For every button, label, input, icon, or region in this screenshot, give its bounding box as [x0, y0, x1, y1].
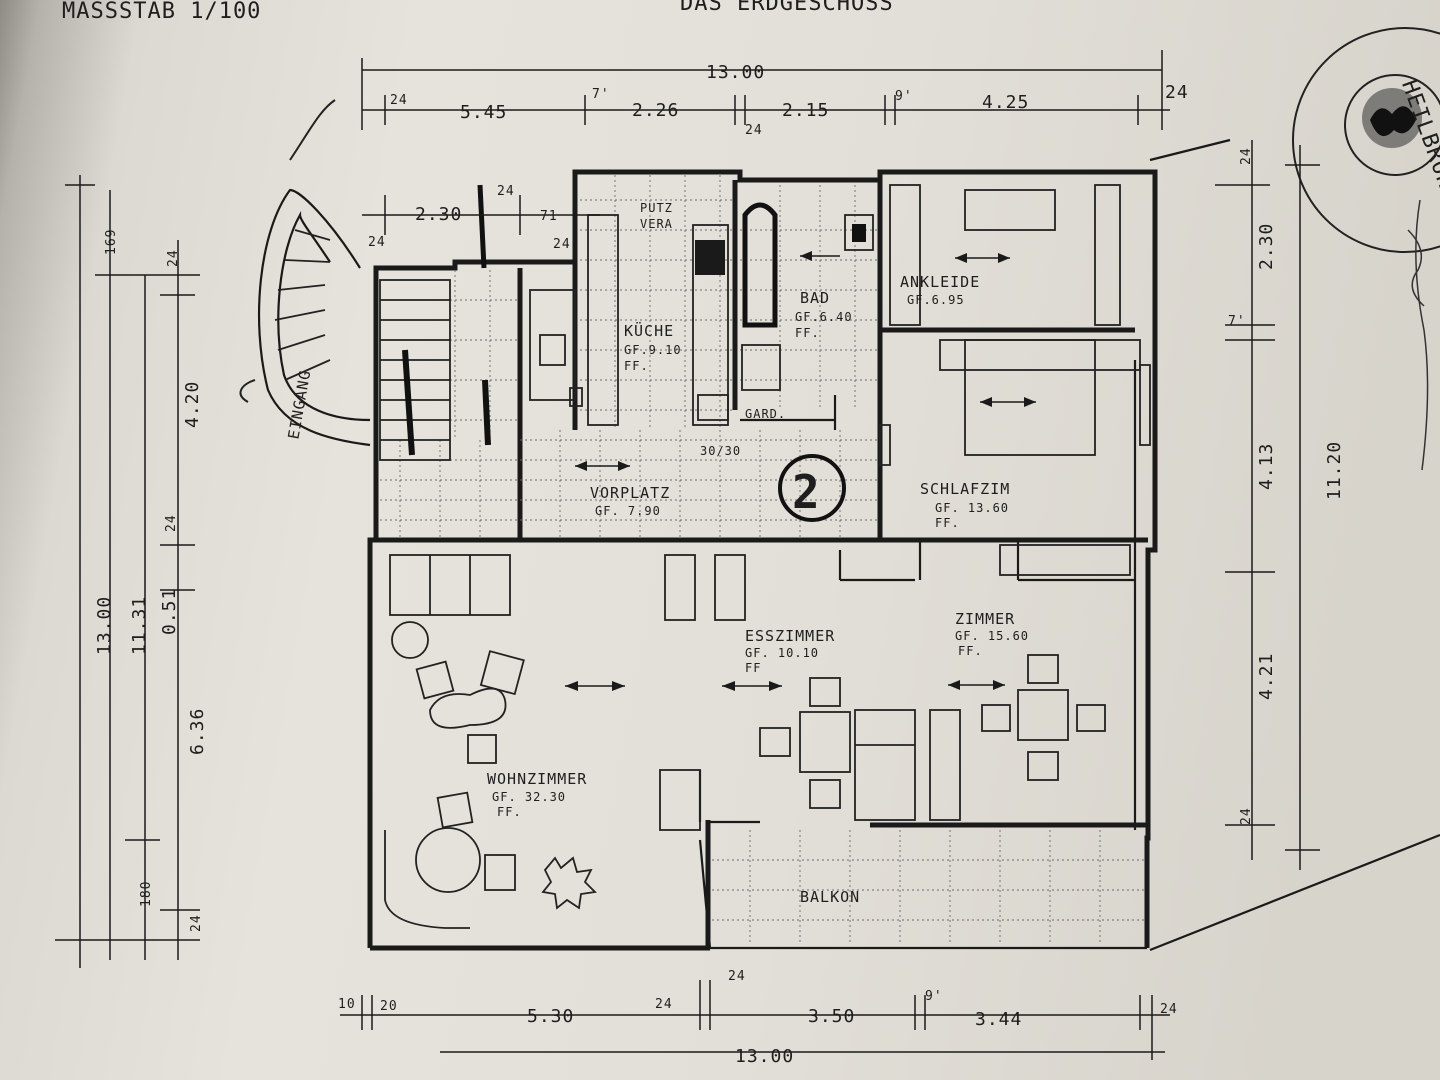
- dimensions-top: 13.00 24 5.45 7' 2.26 2.15 24 9' 4.25 24…: [361, 50, 1189, 252]
- dim-top-d2: 5.45: [460, 102, 507, 123]
- dim-left-b: 0.51: [159, 588, 180, 635]
- gard-label: GARD.: [745, 407, 786, 421]
- ankleide-area: GF.6.95: [907, 293, 965, 307]
- dimensions-left: 13.00 11.31 0.51 169 24 4.20 24 6.36 180…: [55, 175, 208, 968]
- bad-label: BAD: [800, 289, 830, 307]
- dim-left-f: 24: [164, 514, 179, 532]
- floor-number: 2: [792, 465, 821, 519]
- kitchen-fixtures: [529, 214, 729, 426]
- dim-left-d: 24: [166, 249, 181, 267]
- bad-area: GF.6.40: [795, 310, 853, 324]
- bad-ff: FF.: [795, 326, 820, 340]
- dimensions-bottom: 10 20 5.30 24 24 3.50 9' 3.44 24 13.00: [338, 969, 1178, 1067]
- bedroom-furniture: [879, 184, 1151, 576]
- dim-right-e: 4.21: [1256, 653, 1277, 700]
- dim-top-d5: 2.15: [782, 100, 829, 121]
- floor-title: DAS ERDGESCHOSS: [680, 0, 894, 16]
- dim-bottom-h: 3.44: [975, 1009, 1022, 1030]
- dim-left-e: 4.20: [182, 381, 203, 428]
- vorplatz-area: GF. 7.90: [595, 504, 661, 518]
- dim-right-f: 24: [1239, 807, 1254, 825]
- outer-walls: [367, 138, 1440, 952]
- vorplatz-label: VORPLATZ: [590, 484, 670, 502]
- dimensions-right: 11.20 24 2.30 7' 4.13 4.21 24: [1215, 140, 1345, 870]
- dim-bottom-g: 9': [925, 989, 943, 1004]
- dim-bottom-total: 13.00: [735, 1046, 794, 1067]
- dim-bottom-d: 24: [655, 997, 673, 1012]
- dim-right-total: 11.20: [1324, 441, 1345, 500]
- kueche-area: GF.9.10: [624, 343, 682, 357]
- dim-bottom-e: 24: [728, 969, 746, 984]
- zimmer-area: GF. 15.60: [955, 629, 1029, 643]
- dim-top-total: 13.00: [706, 62, 765, 83]
- scale-label: MASSSTAB 1/100: [62, 0, 261, 24]
- dim-top-d7: 9': [895, 89, 913, 104]
- wohnzimmer-label: WOHNZIMMER: [487, 770, 587, 788]
- dim-top-d12: 71: [540, 209, 558, 224]
- dim-top-d6: 24: [745, 123, 763, 138]
- dim-left-h: 180: [139, 881, 154, 907]
- dim-right-b: 2.30: [1256, 223, 1277, 270]
- room-arrows: [565, 251, 1036, 691]
- dim-top-d8: 4.25: [982, 92, 1029, 113]
- dim-top-d1: 24: [390, 93, 408, 108]
- esszimmer-ff: FF: [745, 661, 761, 675]
- kueche-label: KÜCHE: [624, 321, 674, 340]
- dim-left-a: 11.31: [129, 596, 150, 655]
- esszimmer-label: ESSZIMMER: [745, 627, 835, 645]
- putzvera-label-1: PUTZ: [640, 201, 673, 215]
- dim-left-g: 6.36: [187, 708, 208, 755]
- schlafzimmer-label: SCHLAFZIM: [920, 480, 1010, 498]
- dim-bottom-b: 20: [380, 999, 398, 1014]
- dim-top-d3: 7': [592, 87, 610, 102]
- bath-fixtures: [741, 202, 874, 391]
- dim-right-d: 4.13: [1256, 443, 1277, 490]
- floor-number-badge: 2: [778, 454, 846, 522]
- dim-top-d14: 24: [553, 237, 571, 252]
- putzvera-label-2: VERA: [640, 217, 673, 231]
- zimmer-ff: FF.: [958, 644, 983, 658]
- room-labels: PUTZ VERA KÜCHE GF.9.10 FF. BAD GF.6.40 …: [487, 201, 1029, 906]
- zimmer-label: ZIMMER: [955, 610, 1015, 628]
- dim-left-c: 169: [104, 229, 119, 255]
- kueche-ff: FF.: [624, 359, 649, 373]
- wohnzimmer-area: GF. 32.30: [492, 790, 566, 804]
- inner-walls: [376, 172, 1148, 949]
- dim-top-d10: 2.30: [415, 204, 462, 225]
- dim-top-d11: 24: [368, 235, 386, 250]
- esszimmer-area: GF. 10.10: [745, 646, 819, 660]
- dim-top-d9: 24: [1165, 82, 1189, 103]
- dim-bottom-c: 5.30: [527, 1006, 574, 1027]
- schlafzimmer-ff: FF.: [935, 516, 960, 530]
- dim-bottom-a: 10: [338, 997, 356, 1012]
- dim-top-d4: 2.26: [632, 100, 679, 121]
- schlafzimmer-area: GF. 13.60: [935, 501, 1009, 515]
- dim-bottom-i: 24: [1160, 1002, 1178, 1017]
- interior-staircase: [379, 184, 491, 461]
- dim-top-d13: 24: [497, 184, 515, 199]
- dim-right-c: 7': [1228, 314, 1246, 329]
- dim-left-i: 24: [189, 914, 204, 932]
- ankleide-label: ANKLEIDE: [900, 273, 980, 291]
- official-stamp: HEILBRONN: [1292, 27, 1440, 471]
- wohnzimmer-ff: FF.: [497, 805, 522, 819]
- dim-bottom-f: 3.50: [808, 1006, 855, 1027]
- dim-left-total: 13.00: [94, 596, 115, 655]
- balkon-label: BALKON: [800, 888, 860, 906]
- dim-right-a: 24: [1239, 147, 1254, 165]
- tile-grid: [380, 175, 1145, 945]
- living-furniture: [384, 554, 1106, 929]
- gard-dim: 30/30: [700, 444, 741, 458]
- exterior-curved-stair: EINGANG: [239, 99, 371, 447]
